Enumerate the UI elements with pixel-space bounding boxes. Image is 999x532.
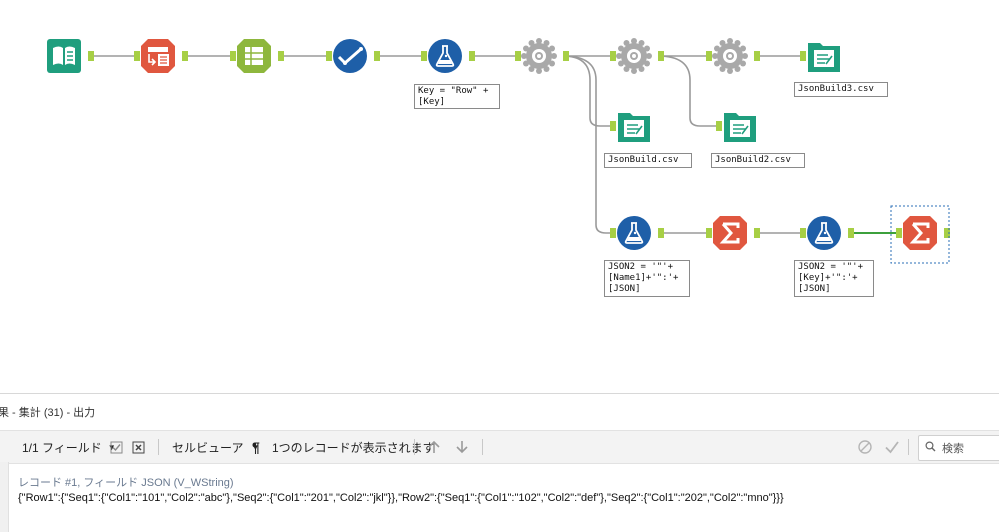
- annotation-formula-key: Key = "Row" + [Key]: [414, 84, 500, 109]
- fields-label: 1/1 フィールド: [22, 440, 102, 455]
- selection-box: [890, 205, 950, 264]
- formula-flask-icon[interactable]: [616, 215, 652, 251]
- toolbar-divider: [158, 439, 159, 455]
- results-panel: 果 - 集計 (31) - 出力 1/1 フィールド ▼ セルビューア ▼ ¶ …: [0, 393, 999, 532]
- output-data-icon[interactable]: [722, 108, 758, 144]
- connection-anchor[interactable]: [754, 51, 760, 61]
- record-value[interactable]: {"Row1":{"Seq1":{"Col1":"101","Col2":"ab…: [18, 492, 784, 504]
- macro-gear-icon[interactable]: [521, 38, 557, 74]
- annotation-output-jsonbuild2: JsonBuild2.csv: [711, 153, 805, 168]
- output-data-icon[interactable]: [806, 38, 842, 74]
- connection-anchor[interactable]: [800, 51, 806, 61]
- connections-layer: [88, 51, 950, 264]
- record-label: レコード #1, フィールド JSON (V_WString): [18, 477, 234, 489]
- toolbar-divider: [414, 439, 415, 455]
- results-title: 果 - 集計 (31) - 出力: [0, 407, 96, 419]
- record-count-text: 1つのレコードが表示されます: [272, 440, 435, 455]
- connection-anchor[interactable]: [563, 51, 569, 61]
- checkbox-icon[interactable]: [110, 431, 123, 463]
- connection-anchor[interactable]: [88, 51, 94, 61]
- search-icon: [925, 441, 936, 455]
- cell-viewer-dropdown[interactable]: セルビューア ▼: [172, 431, 259, 463]
- connection-line[interactable]: [562, 55, 610, 127]
- connection-anchor[interactable]: [278, 51, 284, 61]
- select-checkmark-icon[interactable]: [332, 38, 368, 74]
- toolbar-divider: [482, 439, 483, 455]
- cancel-icon[interactable]: [857, 431, 873, 463]
- fields-dropdown[interactable]: 1/1 フィールド ▼: [22, 431, 116, 463]
- formula-flask-icon[interactable]: [806, 215, 842, 251]
- output-data-icon[interactable]: [616, 108, 652, 144]
- macro-gear-icon[interactable]: [616, 38, 652, 74]
- connection-anchor[interactable]: [896, 228, 902, 238]
- connection-anchor[interactable]: [754, 228, 760, 238]
- connection-anchor[interactable]: [848, 228, 854, 238]
- formula-flask-icon[interactable]: [427, 38, 463, 74]
- connection-anchor[interactable]: [610, 51, 616, 61]
- pilcrow-icon[interactable]: ¶: [252, 439, 260, 455]
- connection-anchor[interactable]: [421, 51, 427, 61]
- chevron-down-icon: ▼: [251, 442, 260, 452]
- connection-anchor[interactable]: [610, 121, 616, 131]
- connection-anchor[interactable]: [706, 228, 712, 238]
- summarize-sigma-icon[interactable]: [902, 215, 938, 251]
- connection-anchor[interactable]: [610, 228, 616, 238]
- apply-check-icon[interactable]: [884, 431, 900, 463]
- arrow-down-icon[interactable]: [454, 431, 470, 463]
- connection-line[interactable]: [562, 55, 610, 234]
- connection-anchor[interactable]: [658, 228, 664, 238]
- annotation-output-jsonbuild: JsonBuild.csv: [604, 153, 692, 168]
- connection-anchor[interactable]: [134, 51, 140, 61]
- annotation-formula-json2-key: JSON2 = '"'+ [Key]+'":'+ [JSON]: [794, 260, 874, 297]
- connection-line[interactable]: [657, 55, 716, 127]
- search-placeholder: 検索: [942, 443, 964, 455]
- connection-anchor[interactable]: [658, 51, 664, 61]
- arrow-up-icon[interactable]: [426, 431, 442, 463]
- summarize-sigma-icon[interactable]: [712, 215, 748, 251]
- connection-anchor[interactable]: [469, 51, 475, 61]
- cell-viewer-label: セルビューア: [172, 440, 244, 455]
- input-data-icon[interactable]: [46, 38, 82, 74]
- text-to-columns-icon[interactable]: [236, 38, 272, 74]
- connection-anchor[interactable]: [182, 51, 188, 61]
- connection-anchor[interactable]: [326, 51, 332, 61]
- clear-box-icon[interactable]: [132, 431, 145, 463]
- connection-anchor[interactable]: [230, 51, 236, 61]
- chevron-down-icon: ▼: [107, 442, 116, 452]
- connection-anchor[interactable]: [706, 51, 712, 61]
- workflow-canvas[interactable]: Key = "Row" + [Key] JsonBuild3.csv JsonB…: [0, 0, 999, 393]
- annotation-output-jsonbuild3: JsonBuild3.csv: [794, 82, 888, 97]
- panel-left-edge: [0, 462, 9, 532]
- connection-anchor[interactable]: [515, 51, 521, 61]
- macro-gear-icon[interactable]: [712, 38, 748, 74]
- annotation-formula-json2-name: JSON2 = '"'+ [Name1]+'":'+ [JSON]: [604, 260, 690, 297]
- connection-anchor[interactable]: [944, 228, 950, 238]
- connection-anchor[interactable]: [800, 228, 806, 238]
- toolbar-divider: [908, 439, 909, 455]
- connection-anchor[interactable]: [374, 51, 380, 61]
- connection-anchor[interactable]: [716, 121, 722, 131]
- results-toolbar: 1/1 フィールド ▼ セルビューア ▼ ¶ 1つのレコードが表示されます: [0, 430, 999, 464]
- record-id-icon[interactable]: [140, 38, 176, 74]
- search-input[interactable]: 検索: [918, 435, 999, 461]
